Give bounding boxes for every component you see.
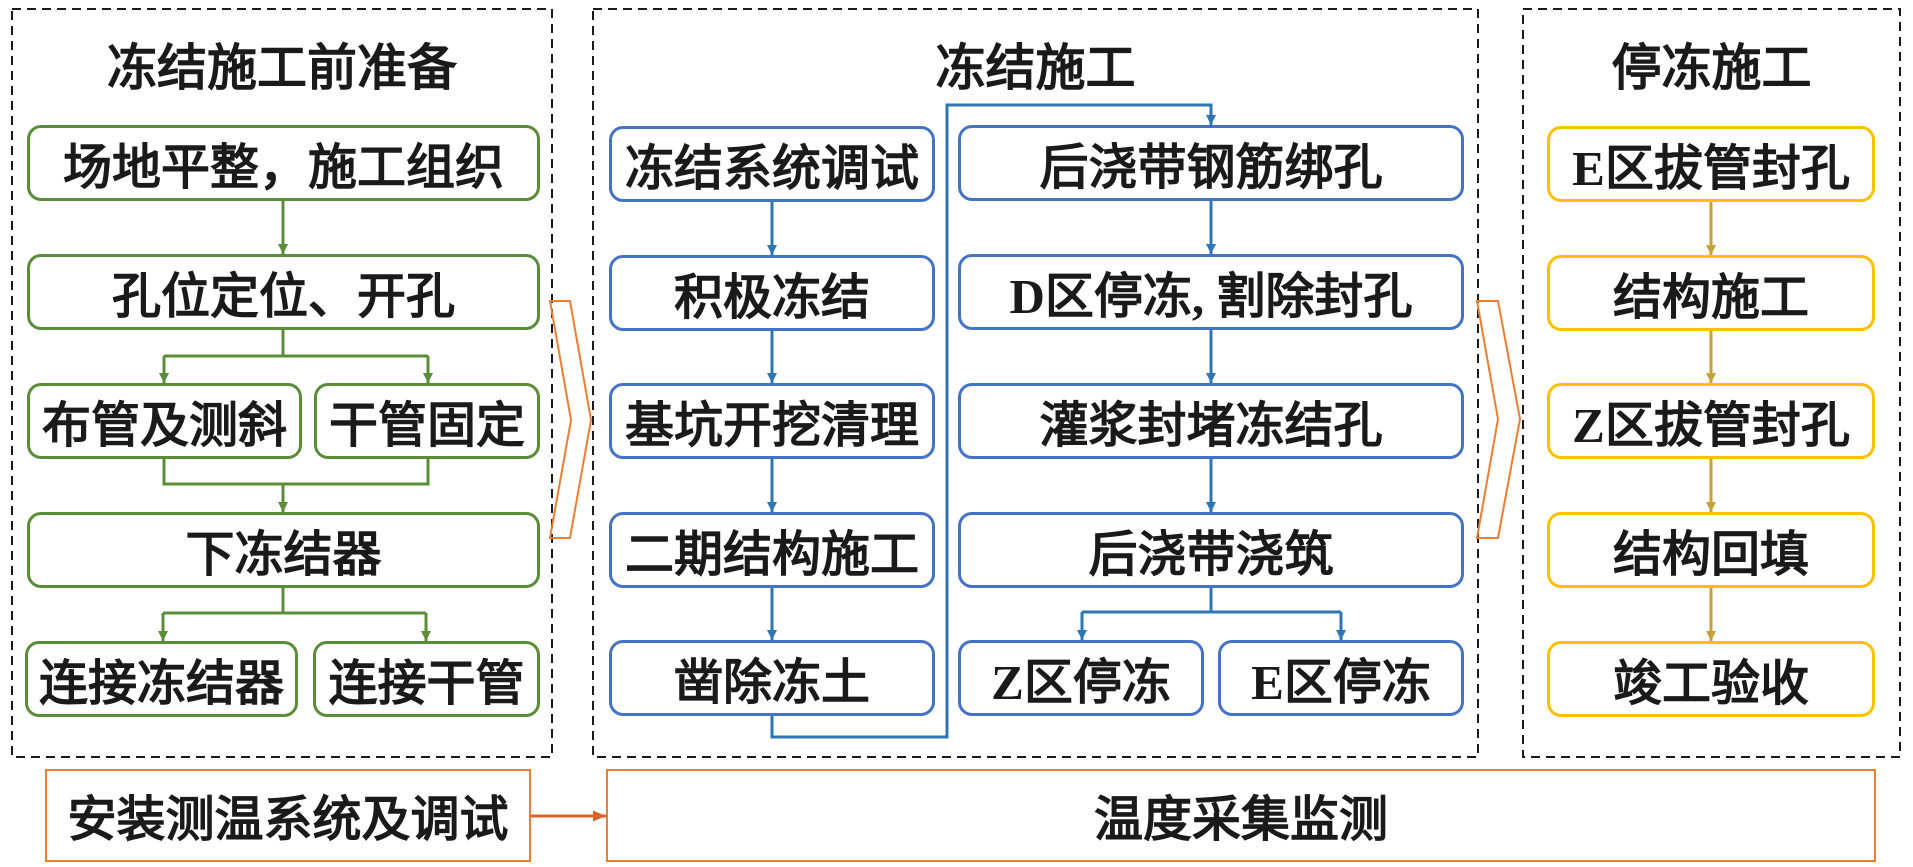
- step-connect-freezer: 连接冻结器: [25, 641, 298, 717]
- step-structure-construction: 结构施工: [1547, 255, 1875, 331]
- step-e-zone-pull-seal: E区拔管封孔: [1547, 126, 1875, 202]
- step-post-cast-rebar: 后浇带钢筋绑孔: [958, 125, 1464, 201]
- step-hole-positioning: 孔位定位、开孔: [27, 254, 540, 330]
- step-lower-freezer: 下冻结器: [27, 512, 540, 588]
- step-chisel-frozen-soil: 凿除冻土: [609, 640, 935, 716]
- step-completion-acceptance: 竣工验收: [1547, 641, 1875, 717]
- step-post-cast-pour: 后浇带浇筑: [958, 512, 1464, 588]
- step-site-leveling: 场地平整，施工组织: [27, 125, 540, 201]
- step-phase2-structure: 二期结构施工: [609, 512, 935, 588]
- stop-section-title: 停冻施工: [1611, 40, 1812, 96]
- connector-merge: [162, 459, 430, 486]
- temperature-data-collection: 温度采集监测: [606, 769, 1876, 862]
- install-temperature-system: 安装测温系统及调试: [45, 769, 531, 862]
- step-grout-seal-holes: 灌浆封堵冻结孔: [958, 383, 1464, 459]
- step-connect-main-pipe: 连接干管: [313, 641, 540, 717]
- step-main-pipe-fix: 干管固定: [314, 383, 540, 459]
- step-freeze-system-debug: 冻结系统调试: [609, 126, 935, 202]
- step-pit-excavation: 基坑开挖清理: [609, 383, 935, 459]
- step-pipe-layout-inclination: 布管及测斜: [27, 383, 302, 459]
- phase-chevron-icon: [1475, 300, 1522, 539]
- step-d-zone-stop-seal: D区停冻, 割除封孔: [958, 254, 1464, 330]
- step-active-freezing: 积极冻结: [609, 255, 935, 331]
- phase-chevron-icon: [548, 300, 593, 539]
- prep-section-title: 冻结施工前准备: [107, 40, 457, 96]
- step-z-zone-stop: Z区停冻: [958, 640, 1204, 716]
- step-z-zone-pull-seal: Z区拔管封孔: [1547, 383, 1875, 459]
- freeze-section-title: 冻结施工: [935, 40, 1136, 96]
- step-e-zone-stop: E区停冻: [1218, 640, 1464, 716]
- step-structure-backfill: 结构回填: [1547, 512, 1875, 588]
